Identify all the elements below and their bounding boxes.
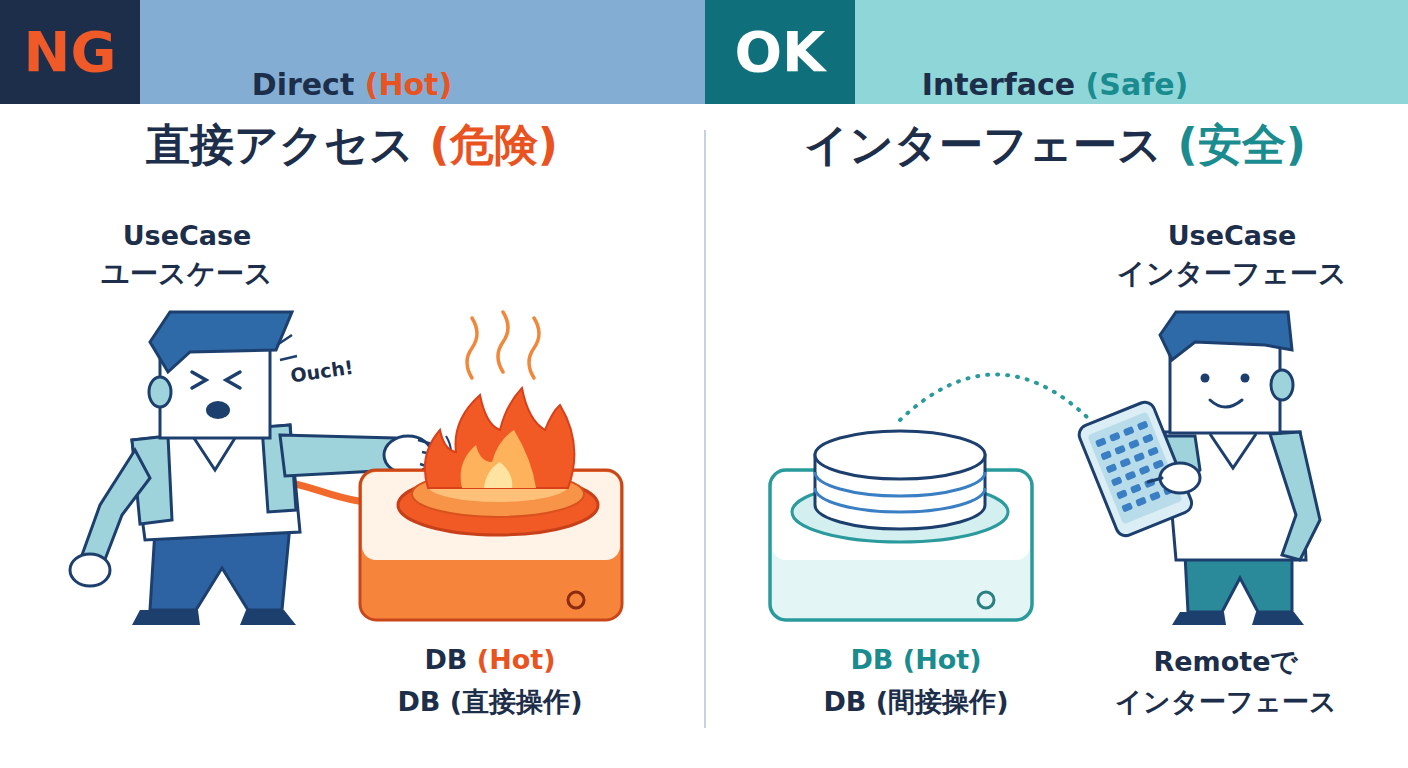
actor-name: UseCase (1168, 220, 1297, 251)
divider (704, 130, 706, 728)
usecase-figure-remote-part-part-part (1121, 502, 1133, 512)
ng-badge: NG (0, 0, 140, 104)
usecase-figure-remote-part-part-part (1130, 484, 1142, 494)
hot-db-stove-part (529, 318, 539, 378)
header-band: Interface (Safe) OK (705, 0, 1408, 104)
hot-db-stove (360, 312, 622, 620)
usecase-figure-remote-part (1148, 478, 1162, 482)
usecase-figure-remote-part-part-part (1105, 463, 1117, 473)
db-label: DB (Hot) (424, 644, 555, 675)
usecase-figure-hurt-part (149, 377, 171, 407)
actor-name: ユースケース (101, 258, 273, 290)
usecase-figure-remote-part (1271, 370, 1293, 400)
db-label: DB (直接操作) (397, 686, 582, 717)
ok-badge-text: OK (735, 21, 826, 83)
section-heading: 直接アクセス (危険) (146, 120, 558, 171)
header-band-text: Interface (Safe) (922, 68, 1189, 101)
usecase-figure-hurt-part (132, 610, 200, 625)
usecase-figure-remote (1076, 312, 1320, 625)
hot-db-stove-part (467, 318, 477, 378)
exclamation: Ouch! (289, 357, 355, 387)
section-heading: インターフェース (安全) (804, 120, 1306, 171)
usecase-figure-remote-part-part-part (1149, 491, 1161, 501)
hot-db-stove-part (461, 430, 536, 488)
usecase-figure-remote-part-part-part (1139, 465, 1151, 475)
usecase-figure-remote-part (1160, 312, 1292, 360)
db-stove-safe-part (900, 374, 1088, 420)
usecase-figure-hurt-part (150, 312, 292, 372)
actor-name: インターフェース (1117, 258, 1347, 290)
header-band-text: Direct (Hot) (252, 68, 452, 101)
hot-db-stove-part (498, 312, 508, 372)
ng-badge-text: NG (24, 21, 117, 83)
hot-db-stove-part (484, 462, 512, 488)
usecase-figure-remote-part-part-part (1123, 426, 1135, 436)
usecase-figure-remote-part-part-part (1114, 445, 1126, 455)
usecase-figure-hurt-part (240, 610, 296, 625)
usecase-figure-remote-part-part-part (1095, 437, 1107, 447)
usecase-figure-hurt-part (206, 401, 230, 419)
usecase-figure-remote-part (1210, 434, 1256, 468)
hot-db-stove-part (360, 470, 622, 620)
db-label: DB (Hot) (850, 644, 981, 675)
hot-db-stove-part (568, 592, 584, 608)
usecase-figure-remote-part-part-part (1119, 458, 1131, 468)
usecase-figure-remote-part (1201, 374, 1210, 383)
usecase-figure-remote-part (1185, 555, 1292, 612)
ok-badge: OK (705, 0, 855, 104)
usecase-figure-hurt-part (192, 372, 240, 388)
usecase-figure-remote-part-part-part (1109, 432, 1121, 442)
header-band: Direct (Hot) NG (0, 0, 705, 104)
db-stove-safe (770, 374, 1088, 620)
actor-name: UseCase (123, 220, 252, 251)
usecase-figure-hurt-part (132, 425, 300, 540)
remote-label: インターフェース (1115, 686, 1337, 717)
usecase-figure-remote-part (1252, 612, 1304, 625)
usecase-figure-remote-part-part-part (1125, 471, 1137, 481)
usecase-figure-remote-part-part-part (1152, 459, 1164, 469)
usecase-figure-remote-part-part-part (1133, 452, 1145, 462)
usecase-figure-remote-part (1241, 374, 1250, 383)
usecase-figure-hurt-part (82, 450, 150, 562)
usecase-figure-hurt-part (277, 335, 297, 360)
remote-label: Remoteで (1153, 646, 1298, 677)
usecase-figure-remote-part (1160, 463, 1200, 493)
usecase-figure-remote-part (1172, 612, 1226, 625)
db-stove-safe-part (815, 431, 985, 479)
usecase-figure-remote-part-part-part (1142, 433, 1154, 443)
db-stove-safe-part (978, 592, 994, 608)
usecase-figure-remote-part-part-part (1137, 420, 1149, 430)
usecase-figure-remote-part (1270, 432, 1320, 560)
usecase-figure-hurt-part (70, 554, 110, 586)
usecase-figure-remote-part-part-part (1100, 450, 1112, 460)
usecase-figure-remote-part-part-part (1111, 476, 1123, 486)
hot-db-stove-part (425, 388, 575, 488)
usecase-figure-remote-part-part-part (1147, 446, 1159, 456)
usecase-figure-remote-part-part-part (1128, 439, 1140, 449)
db-label: DB (間接操作) (823, 686, 1008, 717)
usecase-figure-remote-part-part-part (1116, 489, 1128, 499)
usecase-figure-remote-part-part-part (1135, 497, 1147, 507)
usecase-figure-remote-part-part (1095, 420, 1175, 512)
usecase-figure-remote-part (1210, 400, 1242, 407)
